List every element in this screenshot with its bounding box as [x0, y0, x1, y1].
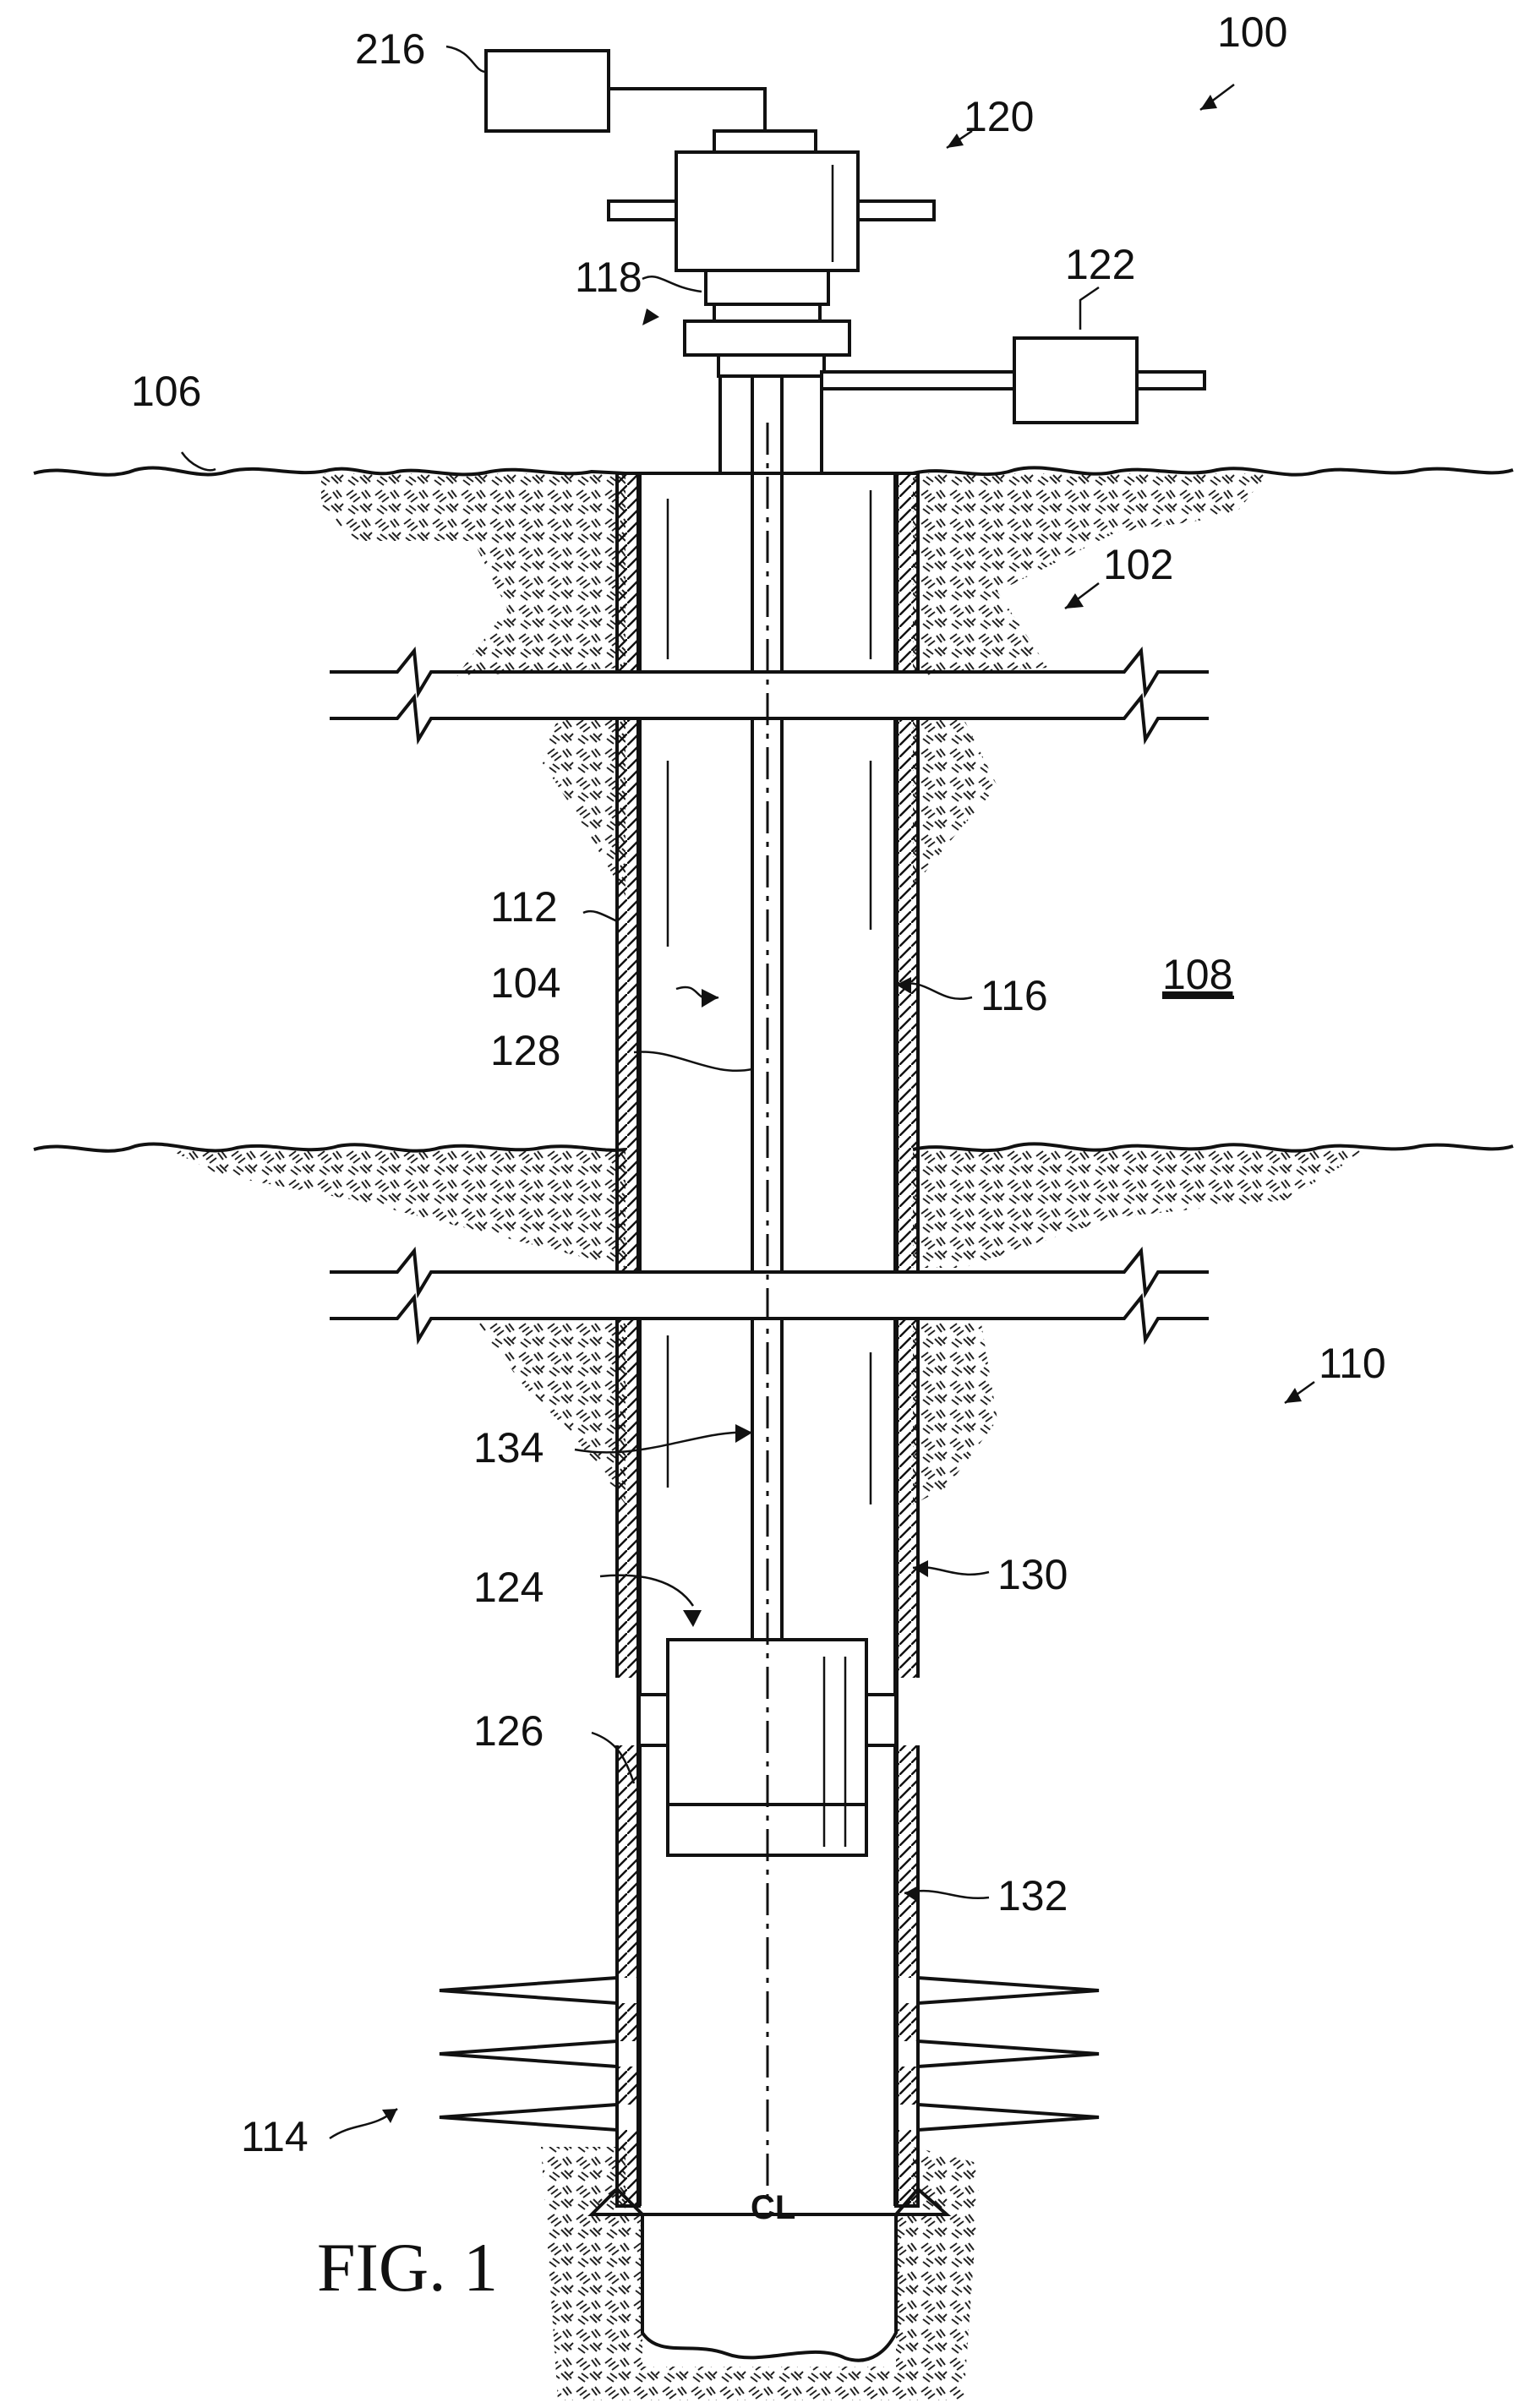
label-134: 134 — [473, 1424, 544, 1472]
label-106: 106 — [131, 368, 201, 415]
label-110: 110 — [1319, 1340, 1386, 1387]
label-112: 112 — [490, 883, 558, 931]
label-132: 132 — [997, 1872, 1068, 1919]
figure-title: FIG. 1 — [317, 2229, 498, 2306]
label-124: 124 — [473, 1564, 544, 1611]
label-120: 120 — [964, 93, 1034, 140]
label-130: 130 — [997, 1551, 1068, 1598]
label-114: 114 — [241, 2113, 309, 2160]
label-122: 122 — [1065, 241, 1135, 288]
pump-unit-box — [1014, 338, 1137, 423]
centerline-label: CL — [751, 2189, 795, 2226]
label-100: 100 — [1217, 8, 1287, 56]
earth-surface-right — [913, 473, 1268, 676]
label-216: 216 — [355, 25, 425, 73]
open-hole — [642, 2214, 896, 2361]
label-118: 118 — [575, 254, 642, 301]
earth-right-band-4 — [913, 1319, 997, 1504]
earth-surface-left — [321, 473, 625, 676]
earth-left-band-4 — [473, 1319, 625, 1504]
earth-right-band-2 — [913, 718, 997, 887]
label-128: 128 — [490, 1027, 560, 1074]
wellhead-spool — [720, 376, 822, 473]
earth-left-band-2 — [541, 718, 625, 896]
wellhead-assembly — [609, 131, 934, 376]
earth-left-band-3 — [169, 1149, 625, 1268]
casing-left-wall — [617, 473, 639, 2206]
label-116: 116 — [981, 972, 1048, 1019]
perforations — [440, 1978, 1099, 2130]
label-108: 108 — [1162, 951, 1232, 998]
casing-right-wall — [896, 473, 918, 2206]
label-126: 126 — [473, 1707, 544, 1755]
control-unit-box — [486, 51, 609, 131]
flowline — [822, 372, 1016, 389]
label-102: 102 — [1103, 541, 1173, 588]
label-104: 104 — [490, 959, 560, 1007]
